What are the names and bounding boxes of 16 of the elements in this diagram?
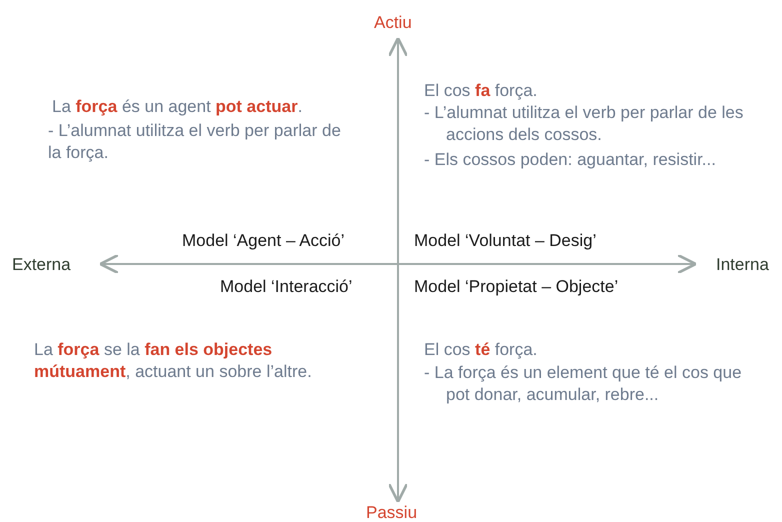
model-label: Model ‘Interacció’: [220, 276, 352, 298]
quadrant-text: - L’alumnat utilitza el verb per parlar de les accions dels cossos.: [424, 102, 744, 146]
quadrant-text: El cos té força.: [424, 339, 538, 361]
model-label: Model ‘Voluntat – Desig’: [414, 230, 596, 252]
axis-label: Passiu: [366, 502, 418, 522]
quadrant-text: La força se la fan els objectes mútuament, actuant un sobre l’altre.: [34, 339, 313, 383]
quadrant-text: El cos fa força.: [424, 80, 538, 102]
axis-label: Interna: [716, 254, 769, 276]
quadrant-text: La força és un agent pot actuar.: [52, 96, 304, 118]
quadrant-text: - Els cossos poden: aguantar, resistir...: [424, 149, 717, 171]
axis-label: Actiu: [374, 12, 412, 34]
model-label: Model ‘Propietat – Objecte’: [414, 276, 618, 298]
quadrant-text: - La força és un element que té el cos que pot donar, acumular, rebre...: [424, 362, 743, 406]
model-label: Model ‘Agent – Acció’: [182, 230, 345, 252]
axis-label: Externa: [12, 254, 71, 276]
quadrant-text: - L’alumnat utilitza el verb per parlar de la força.: [48, 120, 342, 164]
